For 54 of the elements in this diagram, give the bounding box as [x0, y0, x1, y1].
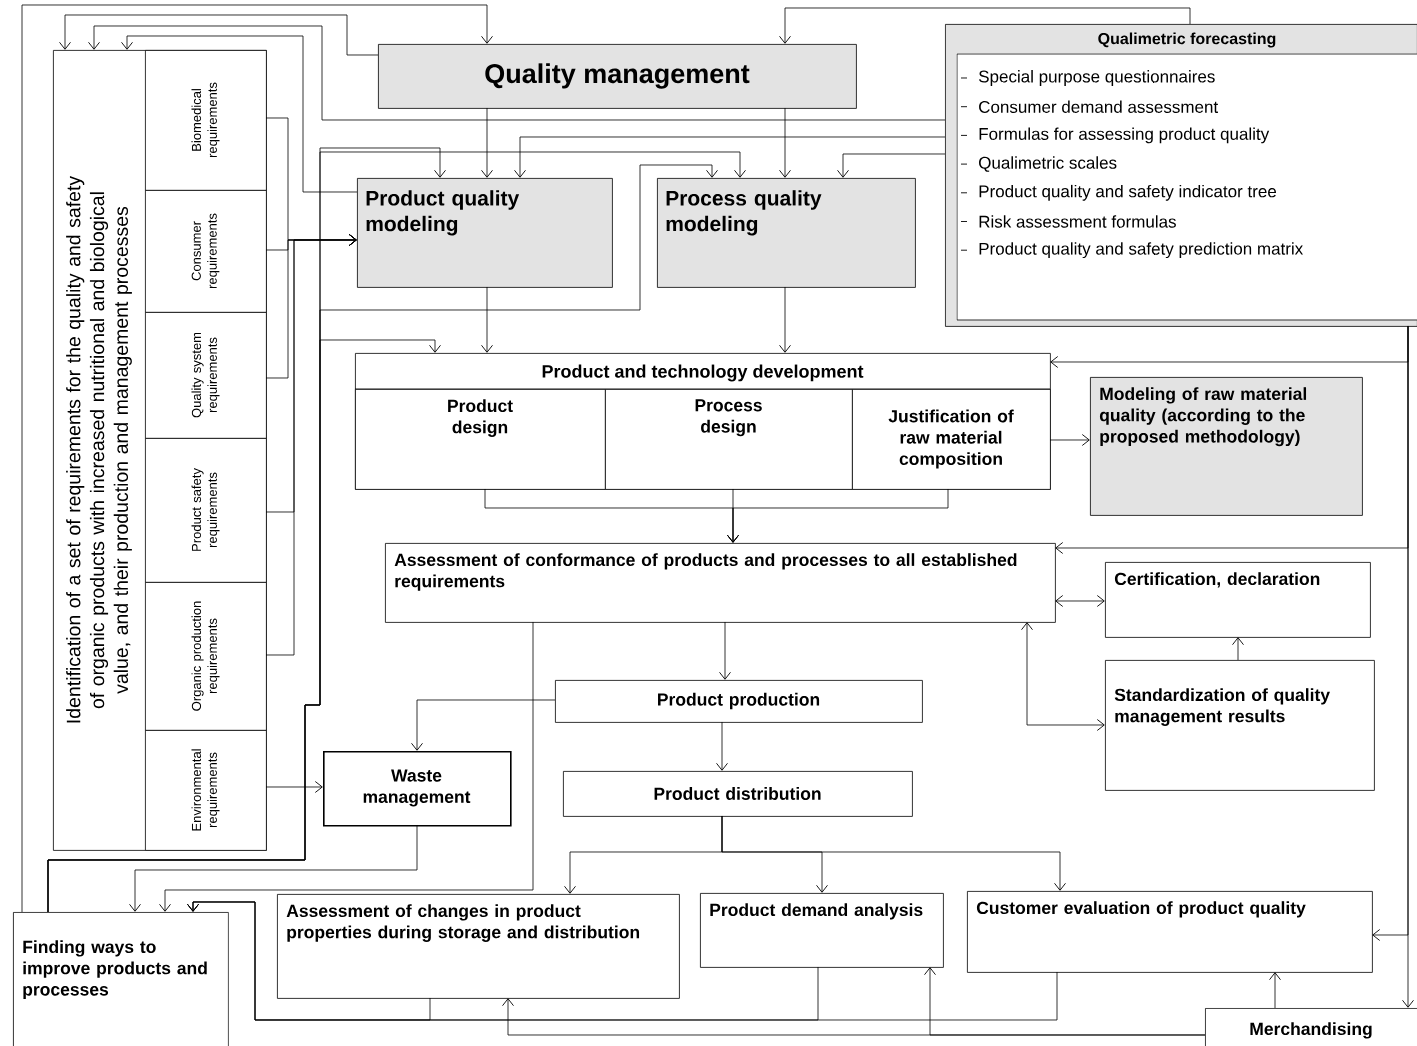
arrow	[129, 824, 418, 912]
process-box: Quality management	[378, 44, 857, 109]
process-box: Merchandising	[1205, 1008, 1417, 1046]
arrow	[1021, 622, 1105, 731]
arrow	[187, 901, 1058, 1021]
process-box: Assessment of conformance of products and processes to all established requirements	[385, 543, 1056, 623]
arrow	[411, 699, 556, 751]
arrow	[779, 107, 791, 178]
process-box: Process design	[605, 389, 853, 490]
process-box: Product quality modeling	[357, 178, 613, 288]
method-list-panel: Qualimetric forecasting Special purpose questionnaires Consumer demand assessment Formulas for assessing product quality Qualimetric scales Product quality and safety indicator tree Risk assessment formulas Product quality and safety prediction matrix	[945, 24, 1417, 327]
process-box: Product production	[555, 680, 923, 723]
arrow	[716, 721, 728, 771]
process-box: Justification of raw material composition	[852, 389, 1051, 490]
arrow	[924, 967, 1206, 1036]
arrow	[1049, 434, 1090, 446]
arrow	[721, 815, 1066, 891]
arrow	[21, 4, 493, 913]
process-box: Finding ways to improve products and processes	[13, 912, 229, 1046]
arrow	[59, 14, 379, 56]
process-box: Waste management	[323, 751, 512, 827]
process-box: Certification, declaration	[1105, 562, 1371, 638]
arrow	[265, 234, 357, 656]
arrow	[514, 136, 946, 178]
requirement-cell: Organic production requirements	[145, 582, 267, 731]
arrow	[159, 621, 534, 912]
process-box: Customer evaluation of product quality	[967, 891, 1373, 973]
arrow	[265, 781, 323, 793]
arrow	[1232, 637, 1244, 661]
arrow	[837, 153, 946, 178]
process-box: Assessment of changes in product properties during storage and distribution	[277, 894, 680, 999]
arrow	[47, 339, 441, 913]
arrow	[1269, 972, 1281, 1009]
arrow	[1402, 325, 1414, 1008]
process-box: Product distribution	[563, 771, 913, 817]
arrow	[727, 488, 949, 543]
requirement-cell: Quality system requirements	[145, 312, 267, 439]
arrow	[88, 25, 946, 121]
process-box: Standardization of quality management results	[1105, 660, 1375, 791]
requirement-cell: Consumer requirements	[145, 190, 267, 313]
arrow	[779, 286, 791, 353]
requirement-cell: Product safety requirements	[145, 438, 267, 583]
process-box: Process quality modeling	[657, 178, 916, 288]
arrow	[481, 286, 493, 353]
arrow	[719, 621, 731, 680]
arrow	[121, 35, 358, 193]
requirement-cell: Biomedical requirements	[145, 50, 267, 191]
arrow	[481, 107, 493, 178]
requirement-cell: Environmental requirements	[145, 730, 267, 851]
arrow	[1055, 595, 1105, 607]
process-box: Product design	[355, 389, 606, 490]
process-box: Product demand analysis	[700, 893, 944, 968]
arrow	[779, 7, 1191, 44]
process-box: Modeling of raw material quality (according to the proposed methodology)	[1090, 377, 1363, 516]
